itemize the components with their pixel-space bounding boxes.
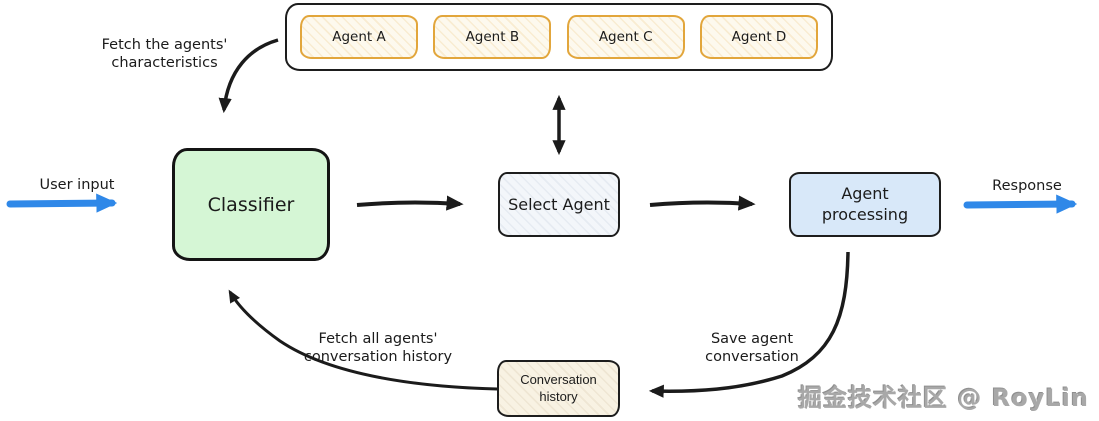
agent-c-label: Agent C — [598, 29, 653, 45]
agents-pool-container: Agent A Agent B Agent C Agent D — [285, 3, 833, 71]
arrow-user-input — [6, 193, 118, 213]
arrow-history-to-classifier — [228, 289, 498, 391]
conversation-history-label: Conversation history — [520, 371, 597, 404]
agent-a-label: Agent A — [332, 29, 386, 45]
save-conversation-annotation: Save agent conversation — [705, 331, 799, 366]
classifier-label: Classifier — [207, 193, 295, 216]
user-input-label: User input — [39, 177, 115, 193]
watermark-text: 掘金技术社区 @ RoyLin — [798, 384, 1089, 412]
arrow-agents-to-classifier — [218, 38, 279, 114]
classifier-node: Classifier — [172, 148, 330, 261]
agent-d-box: Agent D — [699, 15, 818, 59]
agent-processing-node: Agent processing — [789, 172, 941, 237]
agent-b-box: Agent B — [433, 15, 552, 59]
select-agent-node: Select Agent — [498, 172, 620, 237]
agent-processing-label: Agent processing — [821, 183, 909, 224]
response-label: Response — [992, 178, 1062, 194]
fetch-characteristics-annotation: Fetch the agents' characteristics — [101, 37, 228, 72]
arrow-processing-to-history — [648, 251, 850, 398]
agent-c-box: Agent C — [566, 15, 685, 59]
agent-a-box: Agent A — [300, 15, 418, 59]
agent-d-label: Agent D — [731, 29, 787, 45]
select-agent-label: Select Agent — [508, 195, 610, 214]
arrow-classifier-to-select-agent — [356, 195, 464, 211]
conversation-history-node: Conversation history — [497, 360, 620, 417]
arrow-select-agent-to-processing — [649, 195, 756, 211]
arrow-response — [963, 194, 1078, 214]
agent-b-label: Agent B — [465, 29, 520, 45]
fetch-history-annotation: Fetch all agents' conversation history — [303, 331, 453, 366]
